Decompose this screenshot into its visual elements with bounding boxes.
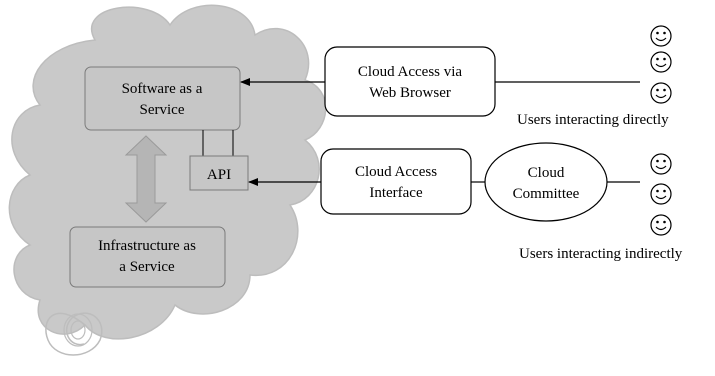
smiley-face-icon [650,153,672,175]
indirect-users-group [650,153,672,236]
access-interface-box: Cloud Access Interface [320,148,472,215]
saas-label-line2: Service [140,102,185,118]
smiley-face-icon [650,214,672,236]
cloud-committee-ellipse: Cloud Committee [484,142,608,222]
smiley-face-icon [650,183,672,205]
indirect-users-label: Users interacting indirectly [519,246,683,262]
double-arrow-icon [124,135,168,223]
browser-access-line2: Web Browser [369,85,451,101]
access-interface-line1: Cloud Access [355,164,437,180]
browser-access-line1: Cloud Access via [358,64,462,80]
smiley-face-icon [650,82,672,104]
api-label: API [207,167,231,183]
direct-users-group [650,25,672,104]
iaas-label-line2: a Service [119,259,175,275]
committee-line1: Cloud [528,165,565,181]
smiley-face-icon [650,51,672,73]
committee-line2: Committee [513,186,580,202]
saas-label-line1: Software as a [122,81,203,97]
saas-box: Software as a Service [84,66,241,131]
iaas-box: Infrastructure as a Service [69,226,226,288]
iaas-label-line1: Infrastructure as [98,238,196,254]
cloud-shape [8,4,327,356]
direct-users-label: Users interacting directly [517,112,669,128]
api-box: API [189,155,249,191]
browser-access-box: Cloud Access via Web Browser [324,46,496,117]
access-interface-line2: Interface [369,185,423,201]
smiley-face-icon [650,25,672,47]
